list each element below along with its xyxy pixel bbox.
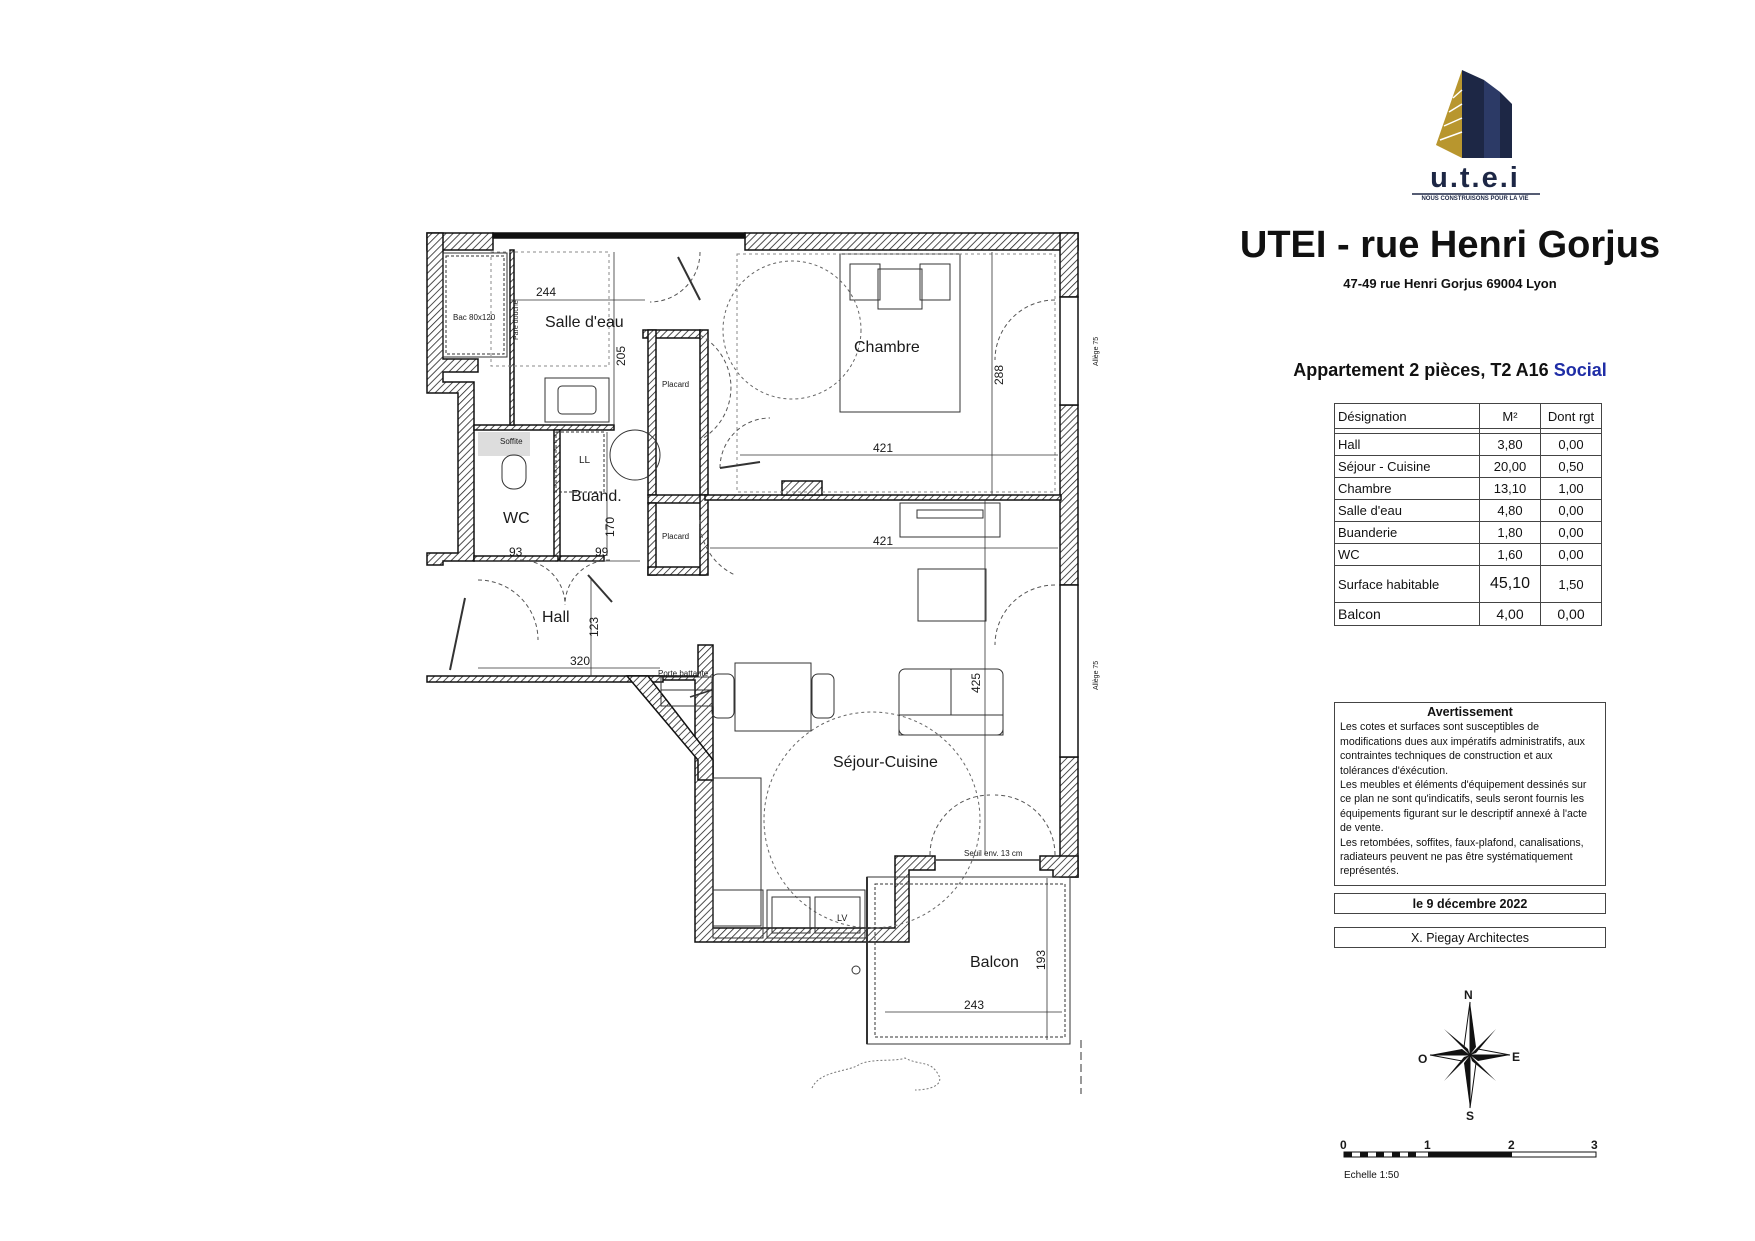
table-row: Salle d'eau 4,80 0,00	[1334, 499, 1602, 522]
date-box: le 9 décembre 2022	[1334, 893, 1606, 914]
dim-243: 243	[964, 998, 984, 1012]
dim-421b: 421	[873, 534, 893, 548]
total-row: Surface habitable 45,10 1,50	[1334, 565, 1602, 603]
room-buanderie: Buand.	[571, 488, 622, 505]
room-chambre: Chambre	[854, 339, 920, 356]
header-designation: Désignation	[1334, 403, 1480, 429]
row-rgt: 1,00	[1540, 477, 1602, 500]
table-row: Hall 3,80 0,00	[1334, 433, 1602, 456]
row-rgt: 0,00	[1540, 521, 1602, 544]
balcony-name: Balcon	[1334, 602, 1480, 626]
row-m2: 1,60	[1479, 543, 1541, 566]
logo-wordmark: u.t.e.i	[1430, 162, 1520, 194]
room-sejour-cuisine: Séjour-Cuisine	[833, 754, 938, 771]
scale-tick-1: 1	[1424, 1138, 1431, 1152]
balcony-row: Balcon 4,00 0,00	[1334, 602, 1602, 626]
apartment-type: Appartement 2 pièces, T2 A16	[1293, 360, 1549, 380]
page-title: UTEI - rue Henri Gorjus	[1239, 224, 1661, 266]
label-porte-battante: Porte battante	[658, 669, 709, 678]
row-m2: 20,00	[1479, 455, 1541, 478]
table-row: WC 1,60 0,00	[1334, 543, 1602, 566]
dim-320: 320	[570, 654, 590, 668]
row-name: Chambre	[1334, 477, 1480, 500]
utei-logo	[1412, 70, 1540, 195]
row-name: Hall	[1334, 433, 1480, 456]
label-lv: LV	[837, 913, 847, 923]
walls	[426, 232, 1079, 943]
header-rgt: Dont rgt	[1540, 403, 1602, 429]
scale-tick-0: 0	[1340, 1138, 1347, 1152]
label-allege-1: Allège 75	[1093, 337, 1100, 366]
table-row: Buanderie 1,80 0,00	[1334, 521, 1602, 544]
row-name: Salle d'eau	[1334, 499, 1480, 522]
row-m2: 1,80	[1479, 521, 1541, 544]
row-name: Buanderie	[1334, 521, 1480, 544]
room-balcon: Balcon	[970, 954, 1019, 971]
balcony-m2: 4,00	[1479, 602, 1541, 626]
row-rgt: 0,00	[1540, 433, 1602, 456]
row-name: WC	[1334, 543, 1480, 566]
scale-bar	[1343, 1151, 1597, 1158]
row-rgt: 0,50	[1540, 455, 1602, 478]
scale-caption: Echelle 1:50	[1344, 1170, 1400, 1181]
warning-box: Avertissement Les cotes et surfaces sont…	[1334, 702, 1606, 886]
label-seuil: Seuil env. 13 cm	[964, 849, 1023, 858]
row-m2: 4,80	[1479, 499, 1541, 522]
dim-93: 93	[509, 545, 523, 559]
dim-99: 99	[595, 545, 609, 559]
compass-o: O	[1418, 1052, 1427, 1066]
compass-n: N	[1464, 988, 1473, 1002]
room-hall: Hall	[542, 609, 570, 626]
compass-e: E	[1512, 1050, 1520, 1064]
balcony-rgt: 0,00	[1540, 602, 1602, 626]
scale-tick-3: 3	[1591, 1138, 1598, 1152]
header-m2: M²	[1479, 403, 1541, 429]
warning-paragraph-2: Les meubles et éléments d'équipement des…	[1340, 779, 1587, 835]
label-placard-2: Placard	[662, 532, 689, 541]
label-bac: Bac 80x120	[453, 313, 496, 322]
total-name: Surface habitable	[1334, 565, 1480, 603]
label-placard-1: Placard	[662, 380, 689, 389]
logo-tagline: NOUS CONSTRUISONS POUR LA VIE	[1421, 196, 1529, 202]
row-m2: 3,80	[1479, 433, 1541, 456]
table-row: Séjour - Cuisine 20,00 0,50	[1334, 455, 1602, 478]
plan-details	[442, 251, 1082, 1094]
label-soffite: Soffite	[500, 437, 523, 446]
table-row: Chambre 13,10 1,00	[1334, 477, 1602, 500]
label-pare-douche: Pare douche	[513, 300, 520, 340]
dim-193: 193	[1034, 950, 1048, 970]
areas-table: Désignation M² Dont rgt Hall 3,80 0,00 S…	[1334, 403, 1602, 626]
apartment-subtitle: Appartement 2 pièces, T2 A16 Social	[1230, 360, 1670, 381]
architect-box: X. Piegay Architectes	[1334, 927, 1606, 948]
label-allege-2: Allège 75	[1093, 661, 1100, 690]
row-rgt: 0,00	[1540, 543, 1602, 566]
dim-244: 244	[536, 285, 556, 299]
row-rgt: 0,00	[1540, 499, 1602, 522]
warning-paragraph-1: Les cotes et surfaces sont susceptibles …	[1340, 721, 1585, 777]
compass-s: S	[1466, 1109, 1474, 1123]
dim-425: 425	[969, 673, 983, 693]
dim-170: 170	[603, 517, 617, 537]
total-m2: 45,10	[1479, 565, 1541, 603]
total-rgt: 1,50	[1540, 565, 1602, 603]
dim-288: 288	[992, 365, 1006, 385]
table-header: Désignation M² Dont rgt	[1334, 403, 1602, 429]
dim-123: 123	[587, 617, 601, 637]
scale-tick-2: 2	[1508, 1138, 1515, 1152]
row-m2: 13,10	[1479, 477, 1541, 500]
address: 47-49 rue Henri Gorjus 69004 Lyon	[1343, 276, 1557, 291]
dim-205: 205	[614, 346, 628, 366]
room-salle-eau: Salle d'eau	[545, 314, 624, 331]
room-wc: WC	[503, 510, 530, 527]
warning-title: Avertissement	[1427, 705, 1513, 719]
social-tag: Social	[1553, 360, 1607, 380]
north-arrow-icon	[1429, 1001, 1511, 1109]
row-name: Séjour - Cuisine	[1334, 455, 1480, 478]
label-ll: LL	[579, 455, 591, 466]
dim-421a: 421	[873, 441, 893, 455]
warning-paragraph-3: Les retombées, soffites, faux-plafond, c…	[1340, 836, 1584, 878]
